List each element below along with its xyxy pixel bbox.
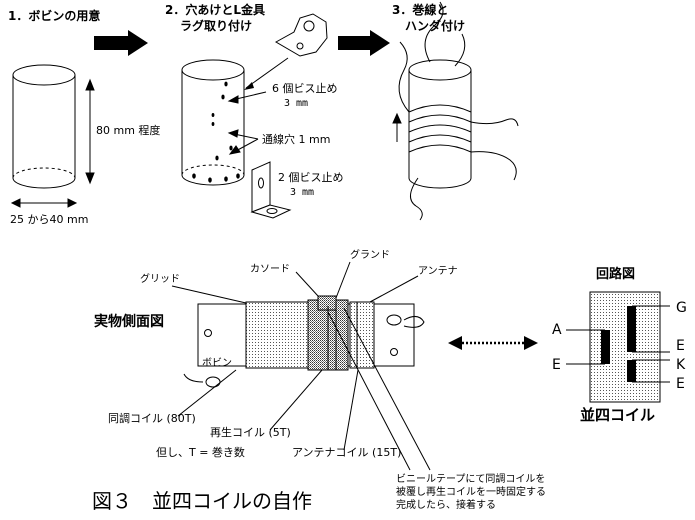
lug-icon bbox=[274, 13, 328, 57]
bobbin-label: ボビン bbox=[202, 357, 232, 369]
tuning-coil-label: 同調コイル (80T) bbox=[108, 411, 196, 425]
wire-hole-label: 通線穴 1 mm bbox=[262, 132, 330, 146]
equivalence-arrow bbox=[448, 336, 538, 350]
l-bracket-icon bbox=[250, 161, 292, 219]
tape-note-line1: ビニールテープにて同調コイルを bbox=[396, 472, 545, 485]
step1-title: 1．ボビンの用意 bbox=[8, 8, 100, 23]
diameter-label: 25 から40 mm bbox=[10, 213, 88, 226]
grid-label: グリッド bbox=[140, 272, 180, 285]
step1-group: 1．ボビンの用意 80 mm 程度 25 から40 mm bbox=[8, 8, 160, 226]
up-arrow bbox=[392, 112, 402, 142]
height-label: 80 mm 程度 bbox=[96, 123, 160, 137]
coil-package bbox=[589, 291, 661, 403]
secondary-winding bbox=[627, 306, 636, 352]
step2-bobbin bbox=[181, 59, 245, 186]
circuit-group: 回路図 A E G E K E 並四コイル bbox=[552, 266, 687, 424]
step-arrow-1 bbox=[94, 30, 148, 56]
antenna-coil-label: アンテナコイル (15T) bbox=[292, 446, 401, 459]
figure-caption: 図３ 並四コイルの自作 bbox=[92, 489, 312, 513]
pin-e-right-bottom: E bbox=[676, 376, 685, 392]
side-view-title: 実物側面図 bbox=[94, 313, 164, 330]
step2-group: 2．穴あけとL金具 ラグ取り付け bbox=[165, 2, 344, 219]
screw2-line2: 3 mm bbox=[290, 187, 314, 198]
primary-winding bbox=[601, 330, 610, 364]
leader-arrows bbox=[227, 91, 267, 155]
circuit-title: 回路図 bbox=[596, 266, 635, 282]
step-arrow-2 bbox=[338, 30, 390, 56]
tuning-coil bbox=[245, 301, 309, 369]
pin-e-right-top: E bbox=[676, 338, 685, 354]
cathode-label: カソード bbox=[250, 263, 290, 275]
step3-title-line1: 3．巻線と bbox=[392, 2, 448, 17]
feedback-winding bbox=[627, 360, 636, 382]
mounting-holes bbox=[192, 81, 240, 183]
screw6-line2: 3 mm bbox=[284, 98, 308, 109]
pin-k: K bbox=[676, 357, 686, 373]
tape-note-line2: 被覆し再生コイルを一時固定する bbox=[396, 485, 546, 498]
circuit-subtitle: 並四コイル bbox=[580, 406, 655, 424]
turns-note: 但し、T = 巻き数 bbox=[156, 446, 245, 459]
step3-group: 3．巻線と ハンダ付け bbox=[392, 1, 519, 221]
bobbin-holes bbox=[204, 314, 402, 388]
diameter-arrow bbox=[10, 198, 78, 208]
pin-a: A bbox=[552, 322, 562, 338]
ground-label: グランド bbox=[350, 248, 390, 261]
height-arrow bbox=[85, 78, 95, 185]
tape-note-line3: 完成したら、接着する bbox=[396, 498, 496, 511]
step2-title-line2: ラグ取り付け bbox=[180, 18, 252, 33]
regen-coil-top bbox=[317, 295, 337, 311]
pin-g: G bbox=[676, 300, 687, 316]
screw2-line1: 2 個ビス止め bbox=[278, 171, 344, 184]
screw6-line1: 6 個ビス止め bbox=[272, 82, 338, 95]
regen-coil-label: 再生コイル (5T) bbox=[210, 425, 291, 439]
step2-title-line1: 2．穴あけとL金具 bbox=[165, 2, 265, 17]
step1-bobbin bbox=[12, 64, 76, 189]
pin-e-left: E bbox=[552, 357, 561, 373]
side-view-group: 実物側面図 グリッド カソード グランド アンテナ ボビン bbox=[94, 248, 546, 511]
step3-bobbin bbox=[398, 1, 519, 221]
antenna-label: アンテナ bbox=[418, 265, 458, 277]
